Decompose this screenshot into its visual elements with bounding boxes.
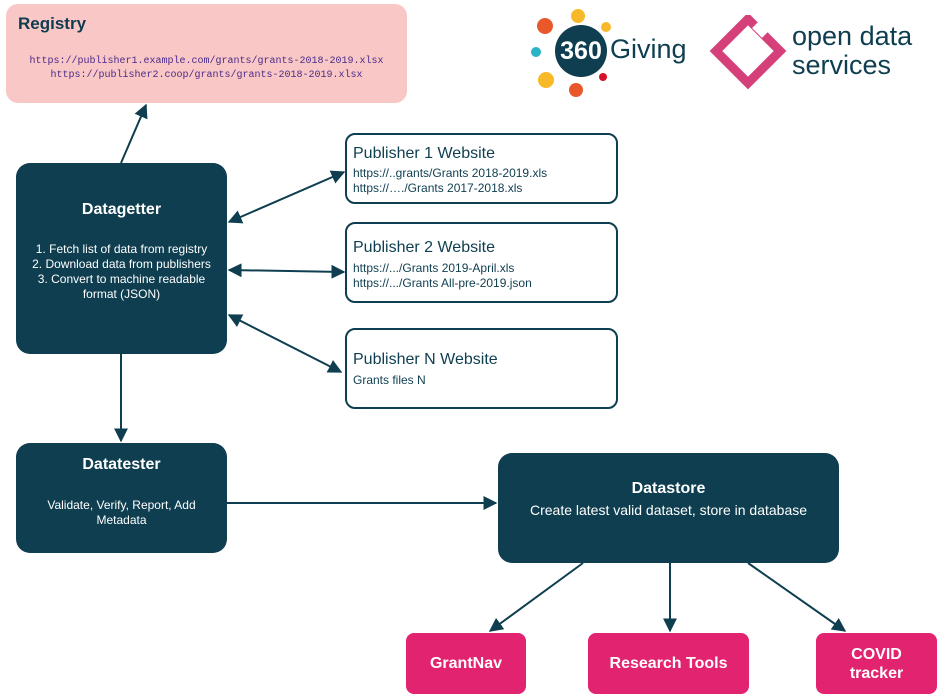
registry-url: https://publisher1.example.com/grants/gr… [29,56,384,67]
360giving-dots-icon [531,9,611,97]
360giving-logo: 360 Giving [527,4,697,98]
registry-url: https://publisher2.coop/grants/grants-20… [50,70,363,81]
datatester-desc-line: Metadata [96,513,147,527]
arrow-datagetter-publishern [227,314,343,373]
publisher-file-list: https://.../Grants 2019-April.xls https:… [353,261,532,291]
datatester-title: Datatester [82,456,161,473]
publisher-title: Publisher 1 Website [353,145,495,162]
ods-wordmark: open data services [792,22,912,80]
grantnav-box: GrantNav [406,633,526,694]
covid-tracker-box: COVID tracker [816,633,937,694]
datatester-desc-line: Validate, Verify, Report, Add [47,498,196,512]
registry-url-list: https://publisher1.example.com/grants/gr… [6,55,407,83]
datagetter-step: 3. Convert to machine readable [37,272,206,286]
publisher-n-box: Publisher N Website Grants files N [345,328,618,409]
grantnav-label: GrantNav [429,655,503,672]
publisher-file-list: Grants files N [353,373,426,388]
ods-wordmark-line: services [792,50,892,80]
360-number: 360 [560,37,602,65]
datagetter-steps: 1. Fetch list of data from registry 2. D… [20,242,223,302]
covid-tracker-line: tracker [849,664,904,682]
arrow-datagetter-publisher1 [227,170,346,224]
covid-tracker-line: COVID [851,645,902,663]
publisher-file: https://..grants/Grants 2018-2019.xls [353,166,548,180]
datatester-box: Datatester Validate, Verify, Report, Add… [16,443,227,553]
research-tools-box: Research Tools [588,633,749,694]
arrow-datastore-to-grantnav [488,562,584,632]
ods-wordmark-line: open data [792,21,913,51]
datagetter-step: format (JSON) [82,287,161,301]
datagetter-title: Datagetter [81,201,162,218]
open-data-services-logo: open data services [708,15,938,95]
arrow-datagetter-to-registry [120,103,148,164]
arrow-datagetter-publisher2 [227,263,346,279]
publisher-1-box: Publisher 1 Website https://..grants/Gra… [345,133,618,204]
datastore-box: Datastore Create latest valid dataset, s… [498,453,839,563]
research-tools-label: Research Tools [609,655,728,672]
datagetter-box: Datagetter 1. Fetch list of data from re… [16,163,227,354]
datastore-description: Create latest valid dataset, store in da… [529,502,808,518]
arrow-datastore-to-covid [747,562,847,632]
datagetter-step: 1. Fetch list of data from registry [35,242,208,256]
publisher-file: https://…./Grants 2017-2018.xls [353,181,523,195]
publisher-file-list: https://..grants/Grants 2018-2019.xls ht… [353,166,547,196]
publisher-file: https://.../Grants All-pre-2019.json [353,276,532,290]
publisher-file: https://.../Grants 2019-April.xls [353,261,515,275]
publisher-title: Publisher 2 Website [353,239,495,256]
publisher-2-box: Publisher 2 Website https://.../Grants 2… [345,222,618,303]
publisher-title: Publisher N Website [353,351,498,368]
datatester-description: Validate, Verify, Report, Add Metadata [24,498,219,528]
covid-tracker-label: COVID tracker [850,645,903,683]
datastore-title: Datastore [631,480,706,497]
registry-box: Registry https://publisher1.example.com/… [6,4,407,103]
giving-wordmark: Giving [610,34,687,64]
registry-title: Registry [18,14,87,33]
datagetter-step: 2. Download data from publishers [32,257,211,271]
publisher-file: Grants files N [353,373,426,387]
ods-diamond-icon [709,15,787,90]
